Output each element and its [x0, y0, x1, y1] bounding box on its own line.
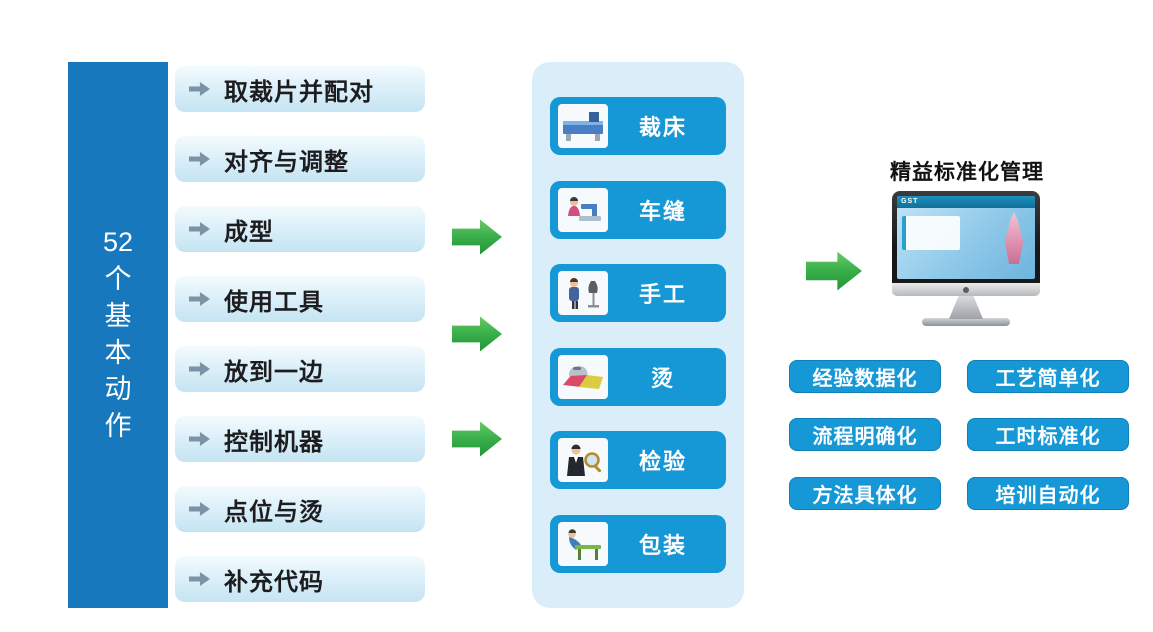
inspection-magnifier-icon [558, 438, 608, 483]
benefit-badge: 经验数据化 [789, 360, 941, 393]
row-arrow-icon [189, 292, 210, 306]
action-row: 补充代码 [175, 556, 425, 602]
row-arrow-icon [189, 502, 210, 516]
monitor-screen: GST [892, 191, 1040, 283]
action-row: 控制机器 [175, 416, 425, 462]
flow-arrow-icon [452, 219, 502, 255]
row-arrow-icon [189, 572, 210, 586]
screen-brand-text: GST [901, 198, 919, 205]
monitor-chin [892, 283, 1040, 296]
ironing-icon [558, 354, 608, 399]
screen-panel-shape [902, 216, 960, 250]
process-step-label: 车缝 [638, 198, 687, 224]
row-arrow-icon [189, 432, 210, 446]
action-label: 对齐与调整 [224, 148, 349, 176]
process-step-handwork: 手工 [550, 264, 726, 323]
flow-arrow-icon [806, 251, 862, 291]
computer-monitor: GST [892, 191, 1040, 326]
bar-char: 52 [102, 227, 134, 258]
process-step-ironing: 烫 [550, 347, 726, 406]
action-label: 取裁片并配对 [224, 78, 374, 106]
action-row: 使用工具 [175, 276, 425, 322]
action-label: 控制机器 [224, 428, 324, 456]
action-row: 取裁片并配对 [175, 66, 425, 112]
monitor-screen-content: GST [897, 196, 1035, 279]
action-label: 成型 [224, 218, 274, 246]
monitor-stand [949, 296, 983, 319]
cutting-machine-icon [558, 104, 608, 149]
process-step-label: 检验 [638, 449, 687, 475]
bar-char: 作 [104, 410, 132, 441]
action-row: 对齐与调整 [175, 136, 425, 182]
action-row: 放到一边 [175, 346, 425, 392]
flow-arrow-icon [452, 316, 502, 352]
process-step-label: 裁床 [638, 115, 687, 141]
benefit-badge: 工艺简单化 [967, 360, 1129, 393]
process-step-sewing: 车缝 [550, 180, 726, 239]
benefit-badge: 方法具体化 [789, 477, 941, 510]
benefit-badge: 流程明确化 [789, 418, 941, 451]
benefit-badge: 工时标准化 [967, 418, 1129, 451]
screen-figure-shape [1004, 212, 1024, 264]
monitor-base [922, 318, 1010, 326]
process-panel: 裁床 车缝 [532, 62, 744, 608]
packing-worker-icon [558, 521, 608, 566]
action-label: 点位与烫 [224, 498, 324, 526]
benefit-badge: 培训自动化 [967, 477, 1129, 510]
bar-char: 本 [104, 337, 132, 368]
process-step-label: 手工 [638, 282, 687, 308]
process-step-cutting-bed: 裁床 [550, 97, 726, 156]
bar-char: 动 [104, 374, 132, 405]
sewing-worker-icon [558, 187, 608, 232]
action-label: 使用工具 [224, 288, 324, 316]
handwork-tailor-icon [558, 271, 608, 316]
action-label: 补充代码 [224, 568, 324, 596]
row-arrow-icon [189, 152, 210, 166]
screen-header-bar: GST [897, 196, 1035, 208]
process-step-label: 烫 [650, 365, 675, 391]
brand-logo-dot [963, 286, 969, 293]
process-step-inspection: 检验 [550, 431, 726, 490]
action-row: 点位与烫 [175, 486, 425, 532]
action-row: 成型 [175, 206, 425, 252]
row-arrow-icon [189, 82, 210, 96]
basic-actions-bar: 52 个 基 本 动 作 [68, 62, 168, 608]
row-arrow-icon [189, 362, 210, 376]
management-title: 精益标准化管理 [890, 161, 1044, 184]
action-label: 放到一边 [224, 358, 324, 386]
bar-char: 个 [104, 264, 132, 295]
flow-arrow-icon [452, 421, 502, 457]
process-step-packing: 包装 [550, 514, 726, 573]
process-step-label: 包装 [638, 532, 687, 558]
bar-char: 基 [104, 300, 132, 331]
row-arrow-icon [189, 222, 210, 236]
